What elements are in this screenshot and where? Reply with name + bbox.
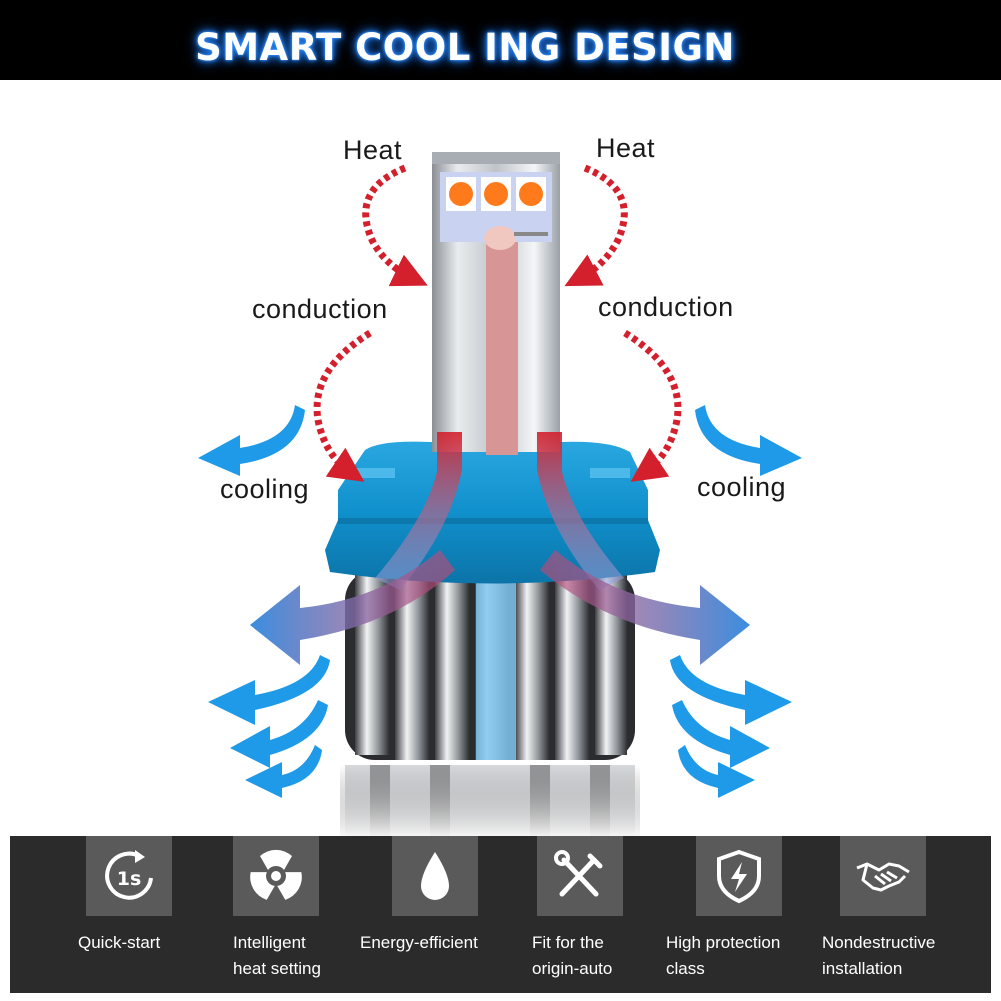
- conduction-label-right: conduction: [598, 292, 734, 322]
- feature-label-line1: Fit for the: [532, 933, 604, 952]
- side-cooling-arrows: [198, 405, 802, 798]
- heat-label-right: Heat: [596, 133, 656, 163]
- heat-label-left: Heat: [343, 135, 403, 165]
- feature-label-line1: High protection: [666, 933, 781, 952]
- cooling-diagram: [198, 152, 802, 840]
- feature-label-line2: heat setting: [233, 959, 321, 978]
- feature-label-line1: Energy-efficient: [360, 933, 478, 952]
- conduction-label-left: conduction: [252, 294, 388, 324]
- feature-label-line2: class: [666, 959, 705, 978]
- feature-label-line2: origin-auto: [532, 959, 613, 978]
- shield-lightning-icon: [696, 836, 782, 916]
- handshake-icon: [840, 836, 926, 916]
- quick-start-1s-icon: 1s: [86, 836, 172, 916]
- bulb-reflection: [340, 765, 640, 840]
- feature-nondestructive: Nondestructive installation: [822, 836, 972, 993]
- led-chip: [519, 182, 543, 206]
- feature-label-line1: Nondestructive: [822, 933, 936, 952]
- led-chip: [449, 182, 473, 206]
- heat-flow: [375, 432, 624, 590]
- led-chip: [484, 182, 508, 206]
- feature-bar: 1s Quick-start Intelligent heat setting: [10, 836, 991, 993]
- water-drop-icon: [392, 836, 478, 916]
- feature-fit-origin-auto: Fit for the origin-auto: [532, 836, 682, 993]
- fan-icon: [233, 836, 319, 916]
- feature-label-line1: Quick-start: [78, 933, 161, 952]
- feature-energy-efficient: Energy-efficient: [360, 836, 510, 993]
- feature-high-protection: High protection class: [666, 836, 816, 993]
- page-title: SMART COOL ING DESIGN: [195, 26, 735, 69]
- cooling-label-left: cooling: [220, 474, 310, 504]
- cooling-label-right: cooling: [697, 472, 787, 502]
- tools-icon: [537, 836, 623, 916]
- heat-arrows: [313, 164, 682, 482]
- feature-label-line2: installation: [822, 959, 903, 978]
- led-column: [432, 152, 560, 455]
- title-bar: [0, 0, 1001, 80]
- feature-label-line1: Intelligent: [233, 933, 306, 952]
- svg-text:1s: 1s: [117, 868, 142, 890]
- feature-quick-start: 1s Quick-start: [78, 836, 228, 993]
- cooling-flow-arrows: [250, 550, 750, 665]
- feature-intelligent-heat: Intelligent heat setting: [233, 836, 383, 993]
